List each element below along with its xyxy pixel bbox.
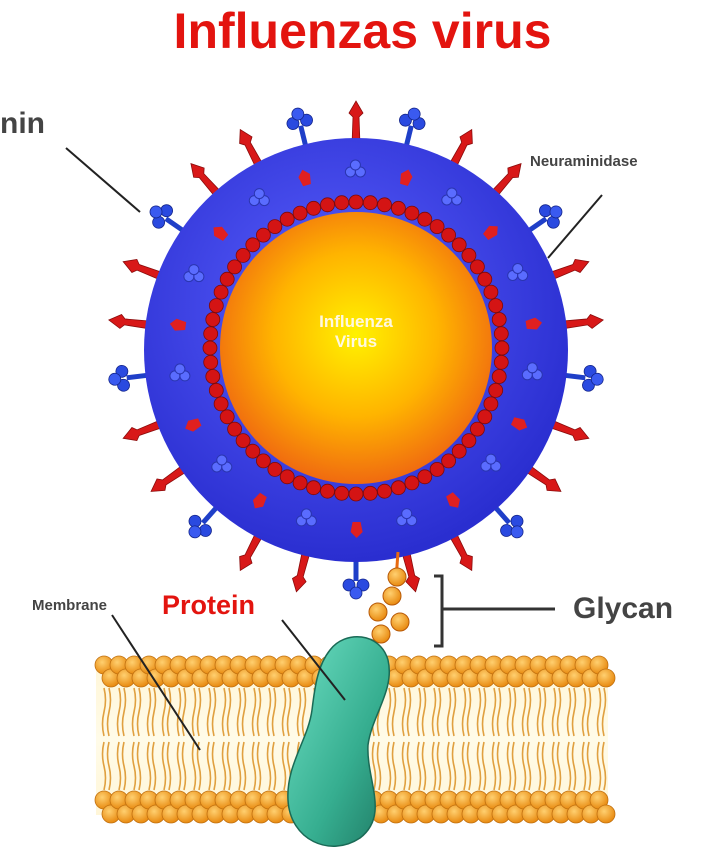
glycan-label: Glycan bbox=[573, 592, 673, 625]
rna-bead bbox=[442, 454, 456, 468]
lipid-head bbox=[597, 805, 615, 823]
rna-bead bbox=[280, 470, 294, 484]
rna-bead bbox=[307, 201, 321, 215]
rna-bead bbox=[418, 212, 432, 226]
rna-bead bbox=[391, 201, 405, 215]
rna-bead bbox=[405, 206, 419, 220]
rna-bead bbox=[335, 486, 349, 500]
rna-bead bbox=[430, 462, 444, 476]
rna-bead bbox=[307, 481, 321, 495]
rna-bead bbox=[470, 422, 484, 436]
rna-bead bbox=[220, 272, 234, 286]
rna-bead bbox=[268, 462, 282, 476]
rna-bead bbox=[363, 486, 377, 500]
rna-bead bbox=[494, 327, 508, 341]
rna-bead bbox=[206, 313, 220, 327]
rna-bead bbox=[214, 285, 228, 299]
rna-bead bbox=[236, 434, 250, 448]
rna-bead bbox=[256, 454, 270, 468]
rna-bead bbox=[484, 285, 498, 299]
rna-bead bbox=[204, 355, 218, 369]
rna-bead bbox=[246, 238, 260, 252]
protein-label: Protein bbox=[162, 590, 255, 620]
rna-bead bbox=[335, 196, 349, 210]
rna-bead bbox=[280, 212, 294, 226]
rna-bead bbox=[391, 481, 405, 495]
rna-bead bbox=[256, 228, 270, 242]
lipid-head bbox=[597, 669, 615, 687]
rna-bead bbox=[293, 206, 307, 220]
rna-bead bbox=[452, 444, 466, 458]
rna-bead bbox=[246, 444, 260, 458]
rna-bead bbox=[418, 470, 432, 484]
rna-bead bbox=[203, 341, 217, 355]
hemagglutinin-label: nin bbox=[0, 107, 45, 140]
membrane-label: Membrane bbox=[32, 597, 107, 614]
rna-bead bbox=[452, 238, 466, 252]
rna-bead bbox=[484, 397, 498, 411]
rna-bead bbox=[220, 410, 234, 424]
rna-bead bbox=[236, 248, 250, 262]
rna-bead bbox=[209, 383, 223, 397]
neuraminidase-label: Neuraminidase bbox=[530, 153, 638, 170]
rna-bead bbox=[492, 313, 506, 327]
rna-bead bbox=[489, 299, 503, 313]
rna-bead bbox=[363, 196, 377, 210]
rna-bead bbox=[268, 220, 282, 234]
rna-bead bbox=[462, 434, 476, 448]
center-label-line2: Virus bbox=[335, 332, 377, 351]
rna-bead bbox=[470, 260, 484, 274]
rna-bead bbox=[378, 198, 392, 212]
rna-bead bbox=[206, 370, 220, 384]
rna-bead bbox=[349, 487, 363, 501]
rna-bead bbox=[321, 484, 335, 498]
rna-bead bbox=[405, 476, 419, 490]
rna-bead bbox=[492, 370, 506, 384]
rna-bead bbox=[442, 228, 456, 242]
rna-bead bbox=[489, 383, 503, 397]
rna-bead bbox=[430, 220, 444, 234]
rna-bead bbox=[349, 195, 363, 209]
rna-bead bbox=[293, 476, 307, 490]
rna-bead bbox=[462, 248, 476, 262]
rna-bead bbox=[214, 397, 228, 411]
center-label-line1: Influenza bbox=[319, 312, 393, 331]
rna-bead bbox=[478, 272, 492, 286]
rna-bead bbox=[478, 410, 492, 424]
rna-bead bbox=[228, 260, 242, 274]
glycan-bracket bbox=[434, 576, 555, 646]
rna-bead bbox=[495, 341, 509, 355]
rna-bead bbox=[209, 299, 223, 313]
rna-bead bbox=[204, 327, 218, 341]
rna-bead bbox=[494, 355, 508, 369]
rna-bead bbox=[378, 484, 392, 498]
hemagglutinin-leader-line bbox=[66, 148, 140, 212]
rna-bead bbox=[228, 422, 242, 436]
rna-bead bbox=[321, 198, 335, 212]
